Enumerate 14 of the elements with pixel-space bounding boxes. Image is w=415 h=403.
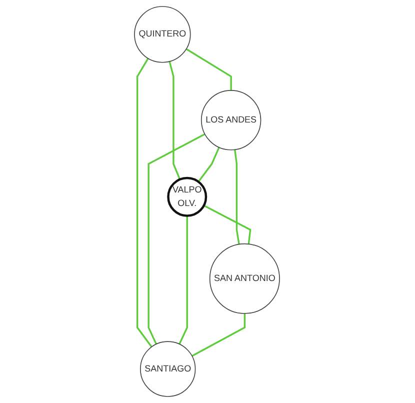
connector [198, 147, 220, 182]
connector [169, 61, 182, 180]
node-circle: SAN ANTONIO [210, 243, 280, 314]
node-circle: SANTIAGO [140, 341, 196, 397]
connector [234, 150, 240, 244]
node-circle: QUINTERO [134, 6, 192, 63]
node-circle: LOS ANDES [201, 90, 262, 150]
connector [192, 314, 246, 357]
node-circle: VALPO OLV. [168, 176, 208, 217]
connector [136, 58, 153, 348]
connector [204, 204, 252, 244]
connector [186, 48, 232, 90]
connector [148, 133, 206, 345]
connector [179, 216, 188, 344]
